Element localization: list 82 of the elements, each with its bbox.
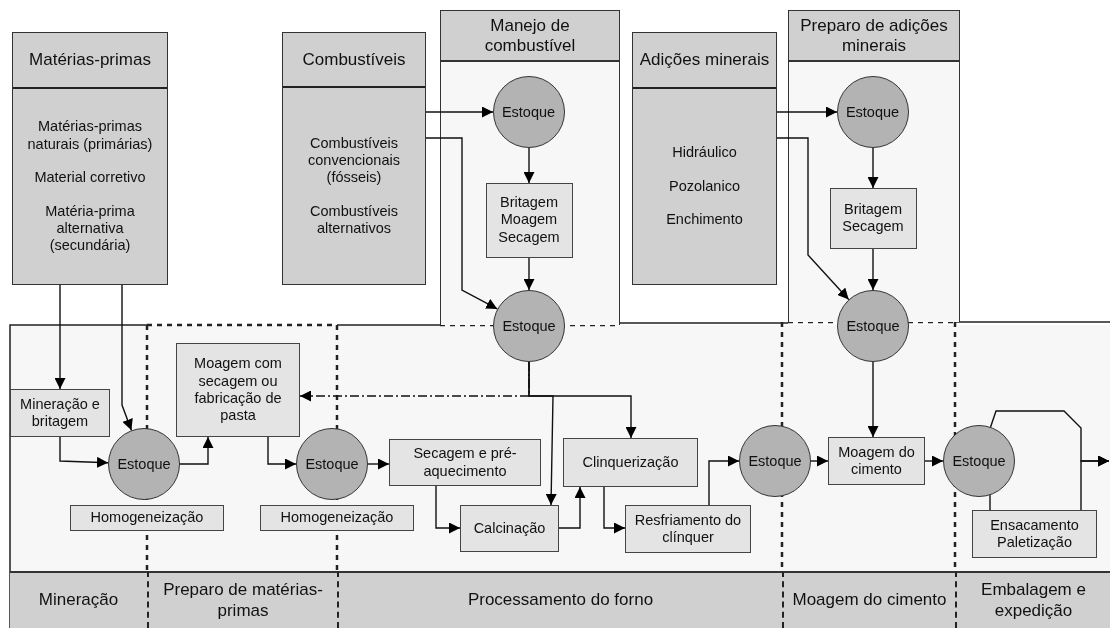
circle-label: Estoque (502, 318, 556, 334)
process-box (460, 505, 559, 552)
arrow (924, 455, 944, 467)
arrow (367, 458, 390, 470)
arrow (867, 147, 879, 189)
process-label: Resfriamento do clínquer (633, 511, 743, 547)
process-label: Britagem Secagem (841, 200, 905, 236)
category-box (632, 32, 777, 285)
process-label: Homogeneização (280, 509, 394, 527)
category-item: Combustíveis convencionais (fósseis) (307, 134, 401, 187)
process-panel (788, 10, 960, 322)
circle-label: Estoque (748, 453, 802, 469)
arrow (776, 106, 838, 118)
category-item: Material corretivo (34, 169, 146, 187)
arrow (776, 137, 850, 301)
arrow (523, 257, 535, 291)
process-box (563, 438, 698, 487)
process-label: Britagem Moagem Secagem (497, 193, 561, 247)
circle-label: Estoque (952, 453, 1006, 469)
category-item: Enchimento (666, 211, 743, 229)
arrow (435, 485, 461, 534)
category-item: Combustíveis alternativos (309, 202, 399, 238)
arrow (425, 137, 498, 310)
process-box (260, 505, 414, 531)
category-item: Matéria-prima alternativa (secundária) (44, 202, 136, 255)
arrow (1080, 455, 1110, 511)
arrow (425, 106, 494, 118)
process-box (389, 439, 541, 486)
process-label: Ensacamento Paletização (989, 516, 1080, 552)
process-label: Clinquerização (582, 453, 679, 472)
arrow (867, 361, 879, 438)
panel-heading: Manejo de combustível (483, 16, 577, 56)
process-box (829, 187, 917, 249)
arrow (59, 436, 109, 468)
process-label: Moagem com secagem ou fabricação de pasta (193, 355, 283, 425)
category-item: Matérias-primas naturais (primárias) (26, 118, 154, 154)
category-box (12, 32, 168, 285)
arrow (179, 436, 214, 465)
category-heading: Matérias-primas (13, 33, 167, 89)
process-label: Moagem do cimento (837, 443, 916, 479)
category-item: Hidráulico (672, 144, 737, 162)
circle-label: Estoque (846, 318, 900, 334)
category-box (282, 32, 426, 285)
process-label: Homogeneização (90, 509, 204, 527)
category-heading: Adições minerais (633, 33, 776, 89)
process-box (972, 510, 1097, 558)
arrow (267, 436, 297, 470)
process-label: Calcinação (473, 519, 546, 538)
process-box (625, 505, 751, 553)
stage-band (147, 571, 337, 628)
arrow (708, 455, 740, 506)
process-box (176, 343, 300, 437)
arrow (603, 486, 626, 534)
arrow (523, 147, 535, 184)
arrow (528, 361, 637, 439)
process-box (485, 182, 573, 258)
stage-label: Mineração (38, 590, 119, 611)
process-label: Secagem e pré-aquecimento (412, 445, 518, 480)
stage-label: Embalagem e expedição (980, 580, 1087, 621)
circle-label: Estoque (305, 456, 359, 472)
arrow (867, 248, 879, 291)
circle-label: Estoque (845, 103, 900, 120)
arrow (54, 284, 66, 390)
stage-label: Moagem do cimento (792, 590, 947, 611)
process-box (70, 505, 224, 531)
stage-band (782, 571, 955, 628)
stage-band (955, 571, 1110, 628)
circle-label: Estoque (117, 456, 171, 472)
process-label: Mineração e britagem (19, 395, 101, 431)
arrow (810, 455, 829, 467)
category-heading: Combustíveis (283, 33, 425, 88)
stage-label: Preparo de matérias-primas (162, 580, 324, 621)
process-box (828, 437, 925, 485)
panel-heading: Preparo de adições minerais (799, 16, 949, 56)
process-box (10, 389, 110, 437)
stage-band (337, 571, 782, 628)
stage-label: Processamento do forno (467, 590, 654, 611)
stage-band (10, 571, 147, 628)
circle-label: Estoque (501, 103, 556, 120)
category-item: Pozolanico (669, 177, 740, 196)
arrow (558, 486, 586, 529)
arrow (121, 284, 133, 431)
